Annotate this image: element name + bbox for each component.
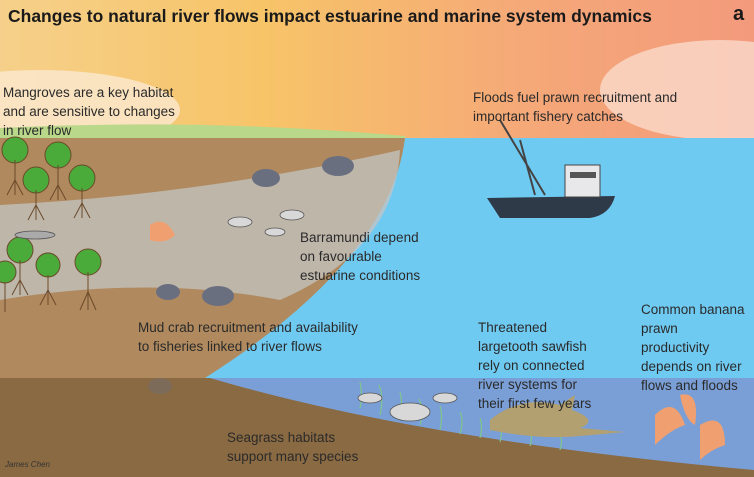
fish	[14, 209, 458, 422]
fishing-boat	[487, 119, 615, 218]
artist-credit: James Chen	[5, 460, 50, 469]
text-line: Mud crab recruitment and availability	[138, 320, 358, 335]
seagrass-annotation: Seagrass habitats support many species	[227, 428, 358, 466]
prawn-annotation: Common banana prawn productivity depends…	[641, 300, 745, 395]
seabed	[0, 378, 754, 477]
text-line: Mangroves are a key habitat	[3, 85, 174, 100]
text-line: to fisheries linked to river flows	[138, 339, 322, 354]
text-line: estuarine conditions	[300, 268, 421, 283]
text-line: support many species	[227, 449, 359, 464]
text-line: their first few years	[478, 396, 592, 411]
text-line: Barramundi depend	[300, 230, 419, 245]
grass-strip	[0, 124, 405, 140]
text-line: important fishery catches	[473, 109, 624, 124]
text-line: rely on connected	[478, 358, 585, 373]
text-line: depends on river	[641, 359, 742, 374]
text-line: prawn	[641, 321, 678, 336]
sawfish	[490, 395, 625, 438]
text-line: productivity	[641, 340, 710, 355]
mud-crab-annotation: Mud crab recruitment and availability to…	[138, 318, 358, 356]
page-title: Changes to natural river flows impact es…	[8, 6, 652, 26]
mangroves-annotation: Mangroves are a key habitat and are sens…	[3, 83, 175, 140]
text-line: Seagrass habitats	[227, 430, 336, 445]
panel-label: a	[733, 3, 745, 25]
mud-crabs	[148, 156, 354, 394]
text-line: Common banana	[641, 302, 745, 317]
prawns	[150, 221, 725, 460]
text-line: in river flow	[3, 123, 72, 138]
text-line: and are sensitive to changes	[3, 104, 175, 119]
text-line: flows and floods	[641, 378, 738, 393]
text-line: Threatened	[478, 320, 548, 335]
text-line: on favourable	[300, 249, 382, 264]
mangroves	[0, 136, 102, 312]
barramundi-annotation: Barramundi depend on favourable estuarin…	[300, 228, 420, 285]
floods-annotation: Floods fuel prawn recruitment and import…	[473, 88, 677, 126]
text-line: largetooth sawfish	[478, 339, 587, 354]
sawfish-annotation: Threatened largetooth sawfish rely on co…	[478, 318, 591, 413]
text-line: river systems for	[478, 377, 578, 392]
text-line: Floods fuel prawn recruitment and	[473, 90, 678, 105]
